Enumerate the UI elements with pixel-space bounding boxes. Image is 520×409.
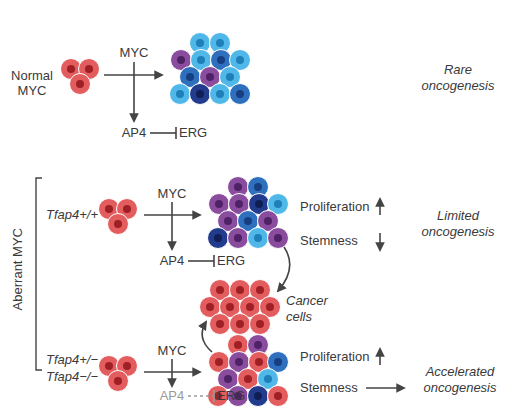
label-text: MYC bbox=[152, 186, 192, 202]
inhibit-bar bbox=[213, 255, 215, 267]
label-text: ERG bbox=[217, 253, 245, 269]
label-text: AP4 bbox=[152, 388, 192, 404]
inhibit-line bbox=[188, 260, 214, 262]
transition-arrows bbox=[202, 247, 290, 352]
bracket bbox=[36, 178, 42, 370]
label-text: ERG bbox=[217, 388, 245, 404]
label-text: ERG bbox=[179, 125, 207, 141]
curved-arrow bbox=[278, 247, 290, 291]
inhibit-bar bbox=[175, 127, 177, 139]
label-text: Tfap4+/+ bbox=[46, 207, 98, 223]
label-text: AP4 bbox=[152, 253, 192, 269]
label-text: Normal MYC bbox=[4, 68, 60, 98]
cell bbox=[248, 228, 269, 249]
cancer-cluster bbox=[200, 280, 281, 335]
cell bbox=[208, 228, 229, 249]
arrow bbox=[171, 359, 173, 386]
cell bbox=[108, 371, 129, 392]
down-arrow bbox=[379, 233, 381, 250]
cell bbox=[190, 84, 211, 105]
bracket-line bbox=[36, 178, 42, 370]
cell bbox=[170, 84, 191, 105]
cell bbox=[210, 84, 231, 105]
inhibition-lines bbox=[150, 127, 214, 267]
cell bbox=[268, 386, 289, 407]
cell bbox=[228, 228, 249, 249]
label-text: AP4 bbox=[114, 125, 154, 141]
inhibit-line bbox=[150, 132, 176, 134]
label-text: MYC bbox=[114, 45, 154, 61]
label-text: MYC bbox=[152, 343, 192, 359]
label-text: Accelerated oncogenesis bbox=[412, 364, 508, 396]
right-arrow bbox=[366, 387, 404, 389]
inhibit-bar bbox=[213, 390, 215, 402]
label-text: Stemness bbox=[300, 233, 358, 249]
label-text: Limited oncogenesis bbox=[412, 208, 504, 240]
label-text: Cancer cells bbox=[286, 293, 342, 325]
curved-arrow bbox=[202, 322, 212, 352]
cell bbox=[230, 314, 251, 335]
label-text: Stemness bbox=[300, 380, 358, 396]
inhibit-line bbox=[188, 395, 214, 397]
label-text: Aberrant MYC bbox=[10, 228, 26, 310]
cell bbox=[230, 84, 251, 105]
arrow bbox=[133, 62, 135, 121]
label-text: Proliferation bbox=[300, 199, 369, 215]
weak-inhibition bbox=[188, 390, 214, 402]
arrow bbox=[171, 202, 173, 249]
trend-arrows bbox=[366, 199, 404, 388]
label-text: Tfap4−/− bbox=[46, 369, 98, 385]
cell bbox=[250, 314, 271, 335]
cell bbox=[70, 74, 91, 95]
label-text: Proliferation bbox=[300, 349, 369, 365]
cell bbox=[210, 314, 231, 335]
up-arrow bbox=[379, 349, 381, 365]
label-text: Rare oncogenesis bbox=[412, 62, 504, 94]
arrow bbox=[104, 74, 162, 76]
cell bbox=[248, 386, 269, 407]
cell bbox=[268, 228, 289, 249]
normal-cluster bbox=[170, 33, 251, 105]
label-text: Tfap4+/− bbox=[46, 352, 98, 368]
knockout-cluster bbox=[208, 335, 289, 407]
myc-arrows bbox=[104, 62, 200, 386]
cell bbox=[108, 214, 129, 235]
wildtype-cluster bbox=[208, 177, 289, 249]
starter-cells bbox=[61, 59, 138, 392]
up-arrow bbox=[379, 199, 381, 215]
